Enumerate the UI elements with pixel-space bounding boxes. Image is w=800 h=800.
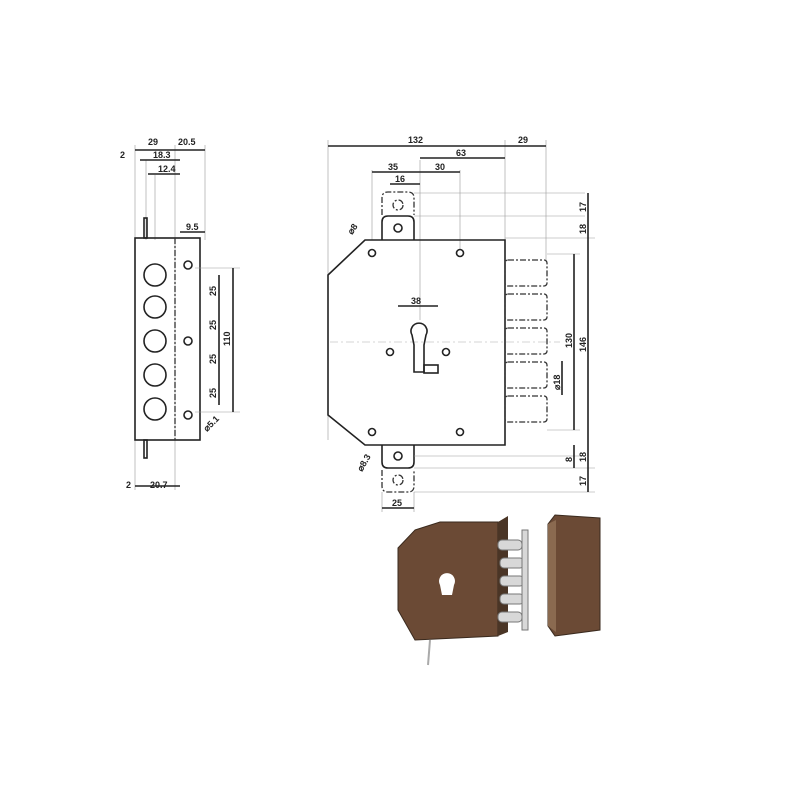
dim-63: 63 [456, 148, 466, 158]
dim-17-bottom: 17 [578, 476, 588, 486]
dim-25-b: 25 [208, 320, 218, 330]
bolt-holes [143, 260, 193, 421]
dim-146: 146 [578, 337, 588, 352]
dim-29: 29 [148, 137, 158, 147]
cylinder-keyhole [410, 322, 428, 373]
dim-d5-1: ⌀5.1 [201, 414, 221, 434]
dim-25-c: 25 [208, 354, 218, 364]
dim-35: 35 [388, 162, 398, 172]
dim-8: 8 [564, 457, 574, 462]
dim-d8-3: ⌀8.3 [355, 452, 373, 473]
dim-25-a: 25 [208, 286, 218, 296]
lock-product-photo [397, 514, 601, 666]
dim-bottom-2: 2 [126, 480, 131, 490]
dim-30: 30 [435, 162, 445, 172]
dim-20-7: 20.7 [150, 480, 168, 490]
side-view: 29 20.5 2 18.3 12.4 9.5 25 25 25 25 110 … [120, 137, 240, 490]
dim-25-d: 25 [208, 388, 218, 398]
dim-12-4: 12.4 [158, 164, 176, 174]
dim-29: 29 [518, 135, 528, 145]
dim-18-bottom: 18 [578, 452, 588, 462]
dim-18-top: 18 [578, 224, 588, 234]
front-view: 132 29 63 35 30 16 ⌀8 38 [327, 135, 595, 512]
dim-130: 130 [564, 333, 574, 348]
dim-d18: ⌀18 [552, 375, 562, 390]
dim-18-3: 18.3 [153, 150, 171, 160]
latch-pin [143, 217, 148, 239]
bottom-strike-tab [381, 445, 415, 469]
dim-d8: ⌀8 [345, 222, 359, 236]
top-strike-tab [381, 215, 415, 240]
dim-2: 2 [120, 150, 125, 160]
dim-25: 25 [392, 498, 402, 508]
dim-17-top: 17 [578, 202, 588, 212]
lock-case [327, 239, 506, 446]
deadbolts [504, 259, 548, 423]
side-plate [134, 237, 201, 441]
dim-9-5: 9.5 [186, 222, 199, 232]
dim-16: 16 [395, 174, 405, 184]
dim-132: 132 [408, 135, 423, 145]
dim-110: 110 [222, 331, 232, 346]
dim-20-5: 20.5 [178, 137, 196, 147]
dim-38: 38 [411, 296, 421, 306]
